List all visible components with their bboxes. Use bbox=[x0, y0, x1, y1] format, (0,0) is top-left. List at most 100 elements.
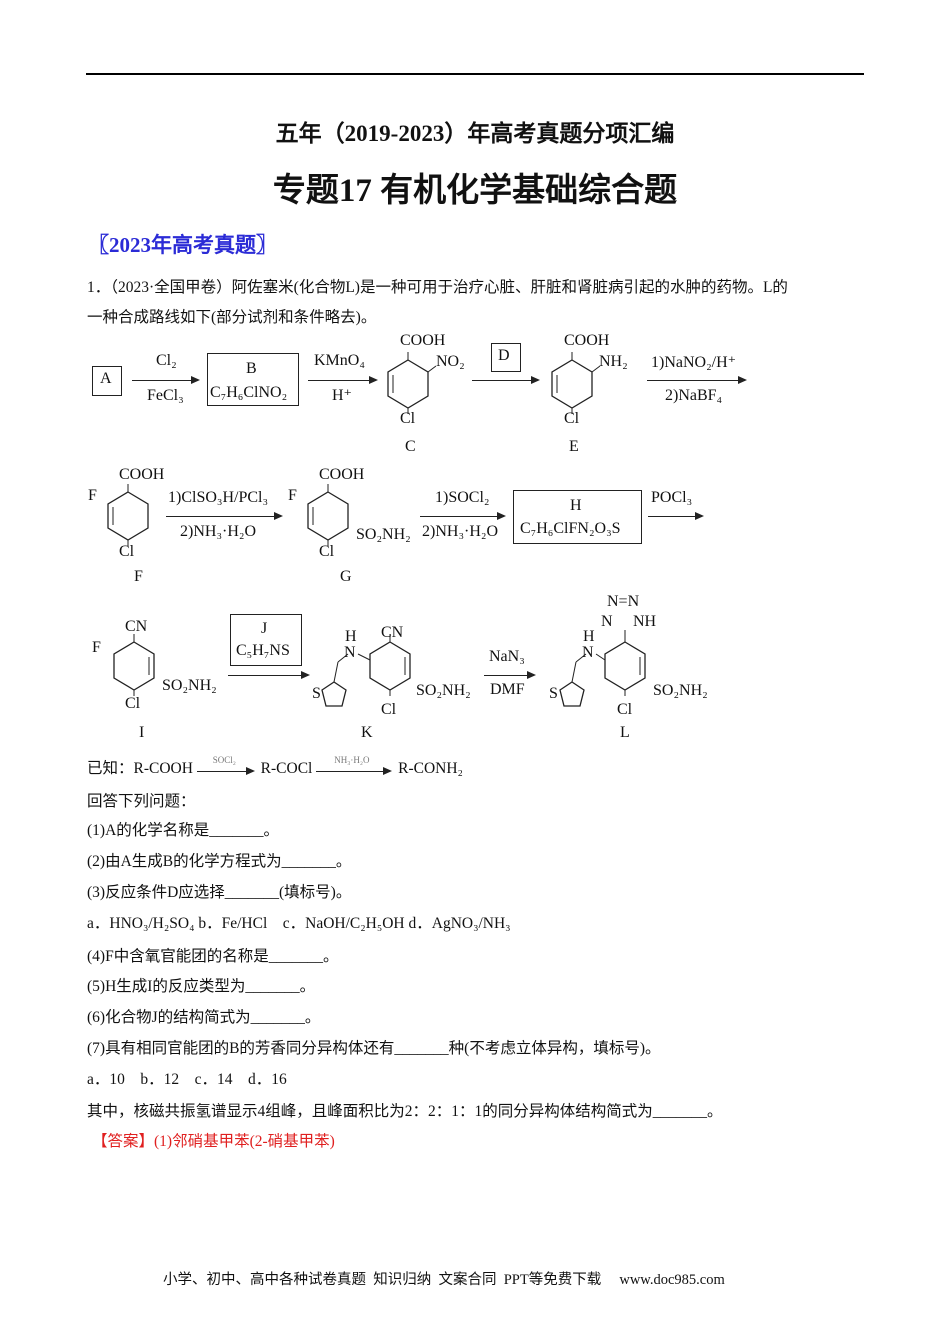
label: COOH bbox=[400, 332, 446, 349]
reaction-arrow bbox=[308, 374, 378, 386]
reagent: KMnO₄ bbox=[314, 352, 365, 369]
thiophene-linker-k bbox=[321, 653, 371, 707]
compound-label: L bbox=[620, 724, 630, 741]
document-subtitle: 五年（2019-2023）年高考真题分项汇编 bbox=[275, 121, 675, 146]
tetrazole-label: N=N bbox=[607, 593, 640, 610]
compound-b-box bbox=[207, 353, 299, 406]
reaction-arrow bbox=[420, 510, 506, 522]
reaction-arrow bbox=[472, 374, 540, 386]
question-intro-2: 一种合成路线如下(部分试剂和条件略去)。 bbox=[87, 309, 377, 326]
reagent: 2)NaBF₄ bbox=[665, 387, 723, 404]
compound-j-formula: C₅H₇NS bbox=[236, 642, 290, 659]
benzene-ring-e bbox=[551, 352, 601, 414]
label: Cl bbox=[381, 701, 397, 718]
label: S bbox=[312, 685, 321, 702]
label: NH₂ bbox=[599, 353, 628, 370]
footer-text: 小学、初中、高中各种试卷真题 知识归纳 文案合同 PPT等免费下载 www.do… bbox=[163, 1272, 725, 1288]
header-rule bbox=[86, 73, 864, 75]
reaction-arrow bbox=[647, 374, 747, 386]
label: CN bbox=[125, 618, 148, 635]
compound-label: E bbox=[569, 438, 579, 455]
label: N bbox=[582, 644, 594, 661]
benzene-ring-k bbox=[369, 634, 411, 696]
question-line: (2)由A生成B的化学方程式为_______。 bbox=[87, 853, 352, 870]
answer: 【答案】(1)邻硝基甲苯(2-硝基甲苯) bbox=[92, 1129, 335, 1151]
label: Cl bbox=[617, 701, 633, 718]
label: Cl bbox=[564, 410, 580, 427]
question-line: 回答下列问题： bbox=[87, 793, 196, 810]
reagent: H⁺ bbox=[332, 387, 352, 404]
label: Cl bbox=[125, 695, 141, 712]
label: F bbox=[92, 639, 101, 656]
question-line: (4)F中含氧官能团的名称是_______。 bbox=[87, 948, 339, 965]
reagent: Cl₂ bbox=[156, 352, 177, 369]
compound-j: J bbox=[261, 620, 268, 637]
question-line: 其中，核磁共振氢谱显示4组峰，且峰面积比为2：2：1：1的同分异构体结构简式为_… bbox=[87, 1103, 723, 1120]
reaction-arrow bbox=[484, 669, 536, 681]
question-options: a．10 b．12 c．14 d．16 bbox=[87, 1071, 287, 1088]
compound-label: K bbox=[361, 724, 373, 741]
benzene-ring-l bbox=[604, 630, 646, 696]
label: F bbox=[288, 487, 297, 504]
label: Cl bbox=[119, 543, 135, 560]
reagent: DMF bbox=[490, 681, 525, 698]
reagent: NaN₃ bbox=[489, 648, 525, 665]
question-line: (7)具有相同官能团的B的芳香同分异构体还有_______种(不考虑立体异构，填… bbox=[87, 1040, 661, 1057]
label: H bbox=[583, 628, 595, 645]
reagent: SOCl₂ bbox=[212, 755, 236, 765]
compound-label: G bbox=[340, 568, 352, 585]
reaction-arrow bbox=[228, 669, 310, 681]
label: Cl bbox=[400, 410, 416, 427]
label: NO₂ bbox=[436, 353, 465, 370]
label: COOH bbox=[119, 466, 165, 483]
compound-b-formula: C₇H₆ClNO₂ bbox=[210, 384, 288, 401]
reaction-arrow bbox=[648, 510, 704, 522]
thiophene-linker-l bbox=[559, 653, 606, 707]
compound-j-box bbox=[230, 614, 302, 666]
condition-d: D bbox=[498, 347, 510, 364]
question-line: (3)反应条件D应选择_______(填标号)。 bbox=[87, 884, 352, 901]
compound-h-formula: C₇H₆ClFN₂O₃S bbox=[520, 520, 621, 537]
answer-text: (1)邻硝基甲苯(2-硝基甲苯) bbox=[154, 1133, 335, 1150]
question-intro: 1．（2023·全国甲卷）阿佐塞米(化合物L)是一种可用于治疗心脏、肝脏和肾脏病… bbox=[87, 279, 788, 296]
compound-h: H bbox=[570, 497, 582, 514]
label: S bbox=[549, 685, 558, 702]
compound-b: B bbox=[246, 360, 257, 377]
known-end: R-CONH₂ bbox=[398, 760, 463, 777]
compound-label: C bbox=[405, 438, 416, 455]
compound-h-box bbox=[513, 490, 642, 544]
reagent: 1)ClSO₃H/PCl₃ bbox=[168, 489, 269, 506]
known-start: 已知：R-COOH bbox=[87, 760, 193, 777]
answer-tag: 【答案】 bbox=[92, 1133, 155, 1150]
section-heading: 〖2023年高考真题〗 bbox=[88, 233, 277, 257]
label: F bbox=[88, 487, 97, 504]
reagent: NH₃·H₂O bbox=[334, 755, 370, 765]
benzene-ring-i bbox=[113, 634, 155, 696]
reaction-arrow bbox=[166, 510, 283, 522]
label: COOH bbox=[319, 466, 365, 483]
question-line: (1)A的化学名称是_______。 bbox=[87, 822, 280, 839]
compound-a: A bbox=[100, 370, 112, 387]
label: Cl bbox=[319, 543, 335, 560]
label: SO₂NH₂ bbox=[356, 526, 411, 543]
benzene-ring-g bbox=[307, 484, 349, 546]
label: SO₂NH₂ bbox=[162, 677, 217, 694]
label: N bbox=[344, 644, 356, 661]
question-options: a．HNO₃/H₂SO₄ b．Fe/HCl c．NaOH/C₂H₅OH d．Ag… bbox=[87, 915, 511, 932]
question-line: (5)H生成I的反应类型为_______。 bbox=[87, 978, 316, 995]
reagent: 2)NH₃·H₂O bbox=[422, 523, 499, 540]
benzene-ring-c bbox=[387, 352, 437, 414]
known-reaction: 已知：R-COOH SOCl₂ R-COCl NH₃·H₂O R-CONH₂ bbox=[87, 755, 463, 778]
reaction-arrow bbox=[132, 374, 200, 386]
benzene-ring-f bbox=[107, 484, 149, 546]
label: SO₂NH₂ bbox=[416, 682, 471, 699]
tetrazole-label: N bbox=[601, 613, 613, 630]
document-title: 专题17 有机化学基础综合题 bbox=[272, 173, 678, 209]
reagent: FeCl₃ bbox=[147, 387, 184, 404]
reagent: POCl₃ bbox=[651, 489, 693, 506]
label: COOH bbox=[564, 332, 610, 349]
label: CN bbox=[381, 624, 404, 641]
tetrazole-label: NH bbox=[633, 613, 657, 630]
label: SO₂NH₂ bbox=[653, 682, 708, 699]
